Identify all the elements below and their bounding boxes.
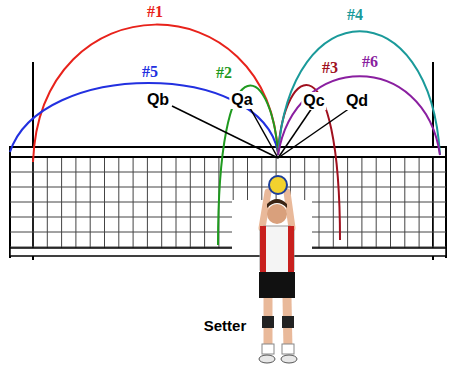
net-top-band: [10, 147, 446, 157]
trajectory-number: #4: [345, 6, 365, 24]
quick-lines: [172, 106, 350, 158]
head: [267, 204, 287, 224]
shoe: [259, 355, 275, 363]
quick-label: Qc: [301, 92, 326, 110]
mesh-line: [10, 202, 446, 203]
trajectory: [33, 25, 278, 162]
trajectory-number: #1: [145, 3, 165, 21]
hair: [267, 199, 287, 208]
trajectory-number: #2: [214, 64, 234, 82]
net: [10, 62, 446, 260]
net-bottom-band: [10, 248, 446, 256]
knee-pad: [262, 316, 274, 328]
sock: [262, 344, 274, 354]
arm: [262, 192, 268, 228]
shoe: [281, 355, 297, 363]
mesh-line: [10, 172, 446, 173]
trajectory-number: #3: [320, 59, 340, 77]
shirt-trim: [288, 226, 294, 274]
ball: [269, 176, 287, 194]
arm: [287, 192, 292, 228]
quick-label: Qd: [344, 92, 370, 110]
sock: [282, 344, 294, 354]
shorts: [259, 272, 295, 298]
mesh-line: [10, 232, 446, 233]
mesh-line: [10, 217, 446, 218]
shirt: [260, 226, 294, 274]
leader-line: [278, 108, 350, 158]
antenna: [432, 62, 434, 260]
set-trajectories: [10, 25, 440, 245]
setter-figure: [232, 176, 312, 363]
trajectory: [278, 31, 440, 155]
net-mesh: [10, 157, 446, 248]
mesh-line: [10, 187, 446, 188]
player-label: Setter: [202, 317, 249, 334]
leader-line: [172, 106, 278, 158]
leader-line: [250, 108, 278, 158]
leader-line: [278, 108, 312, 158]
shirt-trim: [260, 226, 266, 274]
trajectory: [10, 83, 278, 152]
quick-label: Qa: [229, 91, 254, 109]
quick-label: Qb: [145, 91, 171, 109]
knee-pad: [282, 316, 294, 328]
trajectory: [278, 76, 440, 155]
trajectory-number: #5: [140, 63, 160, 81]
trajectory-number: #6: [360, 53, 380, 71]
